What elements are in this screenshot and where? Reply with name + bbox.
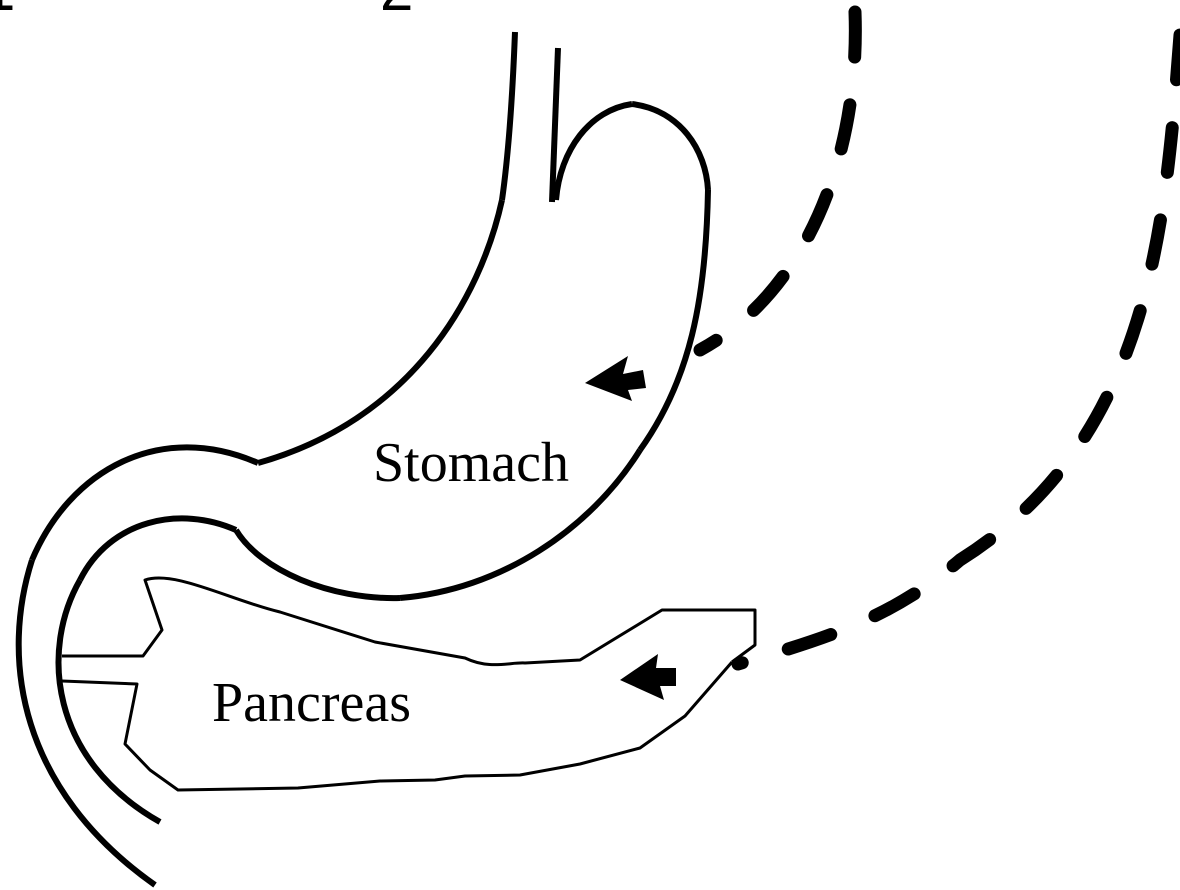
- pancreas-upper-border: [62, 578, 755, 665]
- pancreas-arrow-icon: [620, 654, 676, 700]
- pancreas-label: Pancreas: [212, 672, 411, 734]
- stomach-outline: [236, 32, 708, 598]
- stomach-lesser-curvature: [640, 190, 708, 450]
- flow-lines: [700, 12, 1180, 664]
- flow-line-to-stomach: [700, 12, 855, 350]
- stomach-arrow-icon: [585, 356, 646, 401]
- stomach-bottom: [236, 530, 400, 598]
- duodenum-loop: [19, 447, 258, 885]
- right-marker-label: 2: [380, 0, 413, 23]
- stomach-greater-curvature: [502, 32, 515, 200]
- stomach-label: Stomach: [373, 432, 569, 494]
- duodenum-inner-wall: [80, 518, 236, 580]
- duodenum-outer-wall: [32, 447, 258, 560]
- flow-line-to-pancreas: [738, 35, 1180, 664]
- left-marker-label: 1: [0, 0, 15, 23]
